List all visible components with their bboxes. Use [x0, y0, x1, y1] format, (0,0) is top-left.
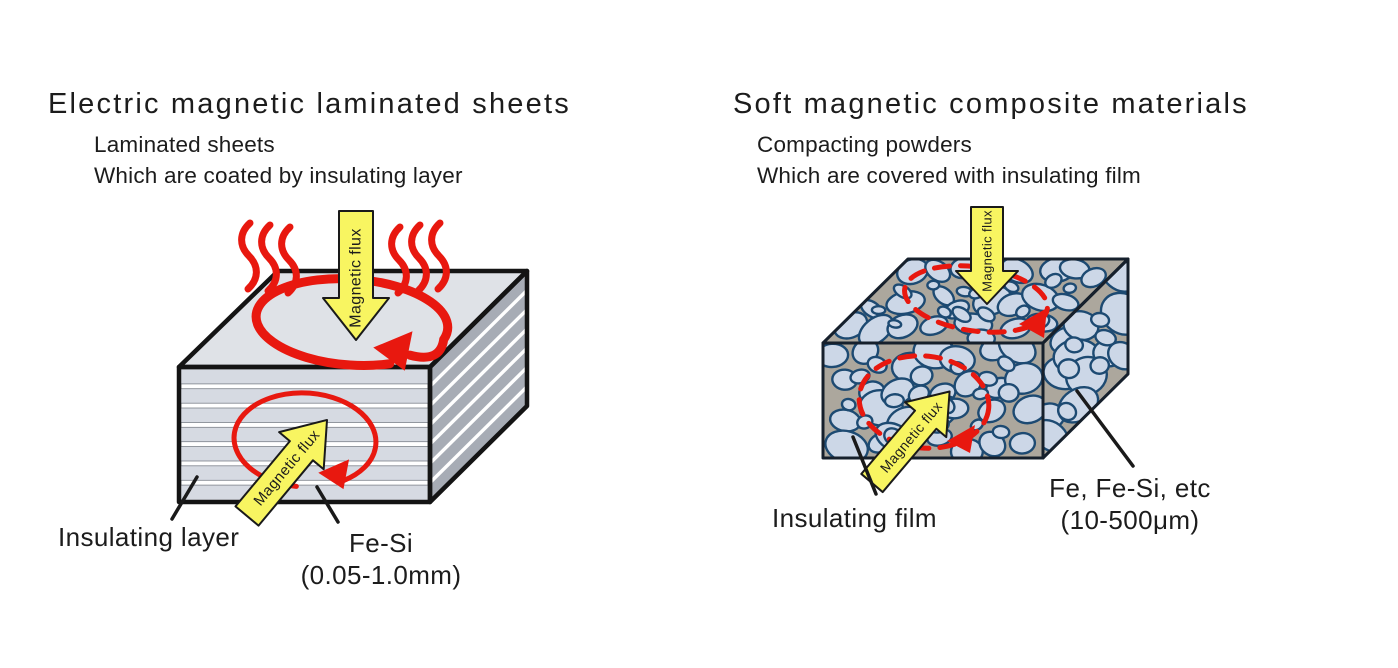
magnetic-flux-arrow-top-right: Magnetic flux	[955, 206, 1019, 305]
insulating-layer-label: Insulating layer	[58, 522, 239, 552]
eddy-current-loop-top-right	[902, 263, 1050, 338]
insulating-layer-leader	[170, 475, 199, 521]
left-title: Electric magnetic laminated sheets	[48, 88, 571, 120]
laminated-block-side-face	[430, 271, 527, 502]
magnetic-flux-label-top-right: Magnetic flux	[980, 210, 995, 292]
right-subtitle-line2: Which are covered with insulating film	[757, 163, 1141, 188]
right-title: Soft magnetic composite materials	[733, 88, 1249, 120]
left-subtitle-line2: Which are coated by insulating layer	[94, 163, 463, 188]
fe-si-size-label: (0.05-1.0mm)	[301, 560, 462, 590]
insulating-film-label: Insulating film	[772, 503, 937, 533]
left-subtitle-line1: Laminated sheets	[94, 132, 275, 157]
right-subtitle-line1: Compacting powders	[757, 132, 972, 157]
fe-fesi-label: Fe, Fe-Si, etc	[1049, 473, 1211, 503]
fe-fesi-leader	[1075, 389, 1135, 468]
fe-si-leader	[315, 485, 340, 524]
insulating-film-leader	[851, 435, 878, 496]
magnetic-flux-label-top-left: Magnetic flux	[348, 228, 365, 327]
fe-si-label: Fe-Si	[349, 528, 413, 558]
eddy-current-loop-top	[251, 274, 453, 371]
powder-particles-side	[1043, 259, 1128, 454]
lamination-side-stripes	[430, 287, 527, 486]
magnetic-flux-arrow-top-left: Magnetic flux	[322, 210, 390, 341]
fe-fesi-size-label: (10-500μm)	[1061, 505, 1200, 535]
